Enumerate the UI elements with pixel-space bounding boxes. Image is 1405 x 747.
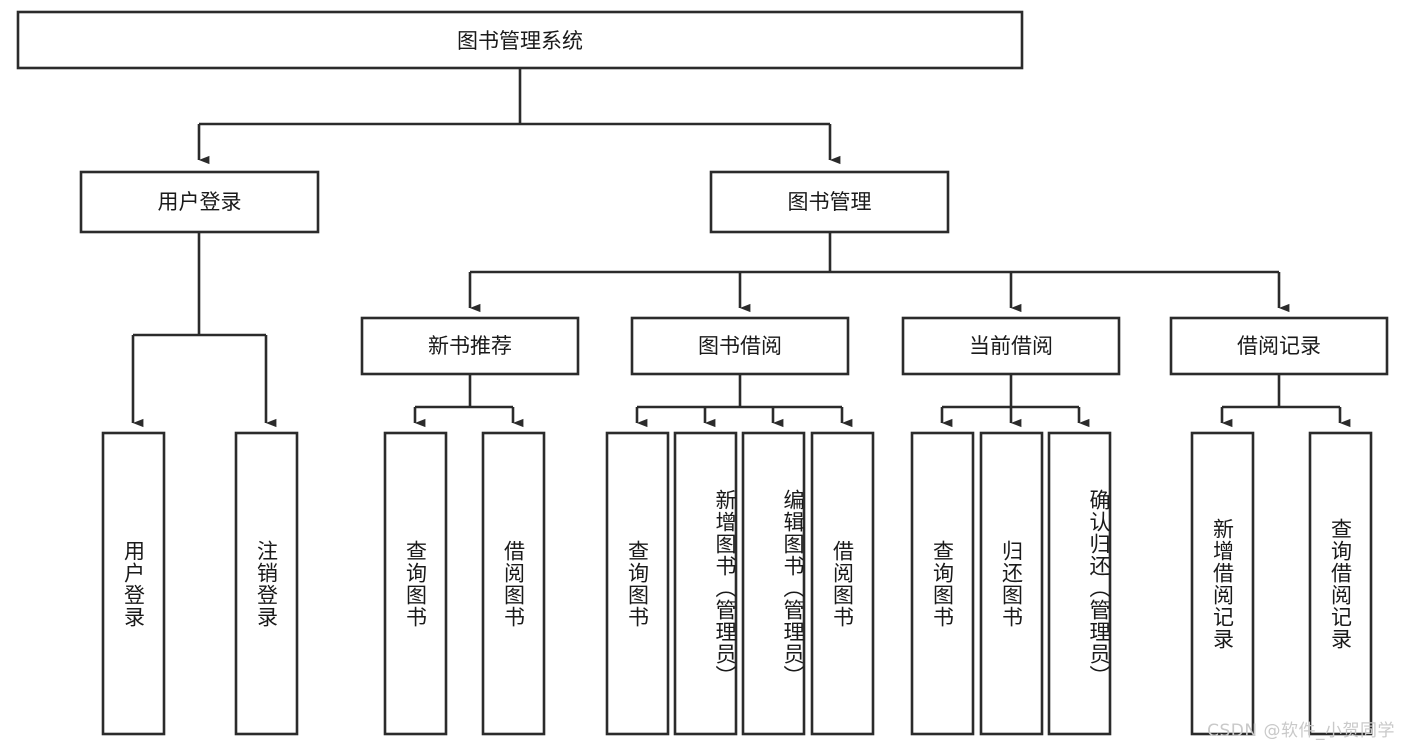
node-book-management-box[interactable] <box>709 170 950 234</box>
node-root-box[interactable] <box>16 10 1024 70</box>
node-new-book-recommend-box[interactable] <box>360 316 580 376</box>
leaf-box-user-login-2[interactable] <box>234 431 299 736</box>
leaf-box-book-borrow-3[interactable] <box>741 431 806 736</box>
node-root-label: 图书管理系统 <box>457 29 583 53</box>
leaf-box-borrow-record-2[interactable] <box>1308 431 1373 736</box>
node-user-login-label: 用户登录 <box>158 190 242 214</box>
leaf-box-current-borrow-1[interactable] <box>910 431 975 736</box>
leaf-box-book-borrow-4[interactable] <box>810 431 875 736</box>
node-new-book-recommend-label: 新书推荐 <box>428 334 512 358</box>
leaf-box-book-borrow-2[interactable] <box>673 431 738 736</box>
node-book-management-label: 图书管理 <box>788 190 872 214</box>
leaf-box-current-borrow-3[interactable] <box>1047 431 1112 736</box>
node-book-borrow-box[interactable] <box>630 316 850 376</box>
node-current-borrow-box[interactable] <box>901 316 1121 376</box>
node-borrow-record-box[interactable] <box>1169 316 1389 376</box>
leaf-box-book-borrow-1[interactable] <box>605 431 670 736</box>
csdn-watermark: CSDN @软件_小贺同学 <box>1207 721 1395 741</box>
node-current-borrow-label: 当前借阅 <box>969 334 1053 358</box>
leaf-box-new-book-1[interactable] <box>383 431 448 736</box>
leaf-box-current-borrow-2[interactable] <box>979 431 1044 736</box>
node-book-borrow-label: 图书借阅 <box>698 334 782 358</box>
leaf-box-user-login-1[interactable] <box>101 431 166 736</box>
leaf-box-borrow-record-1[interactable] <box>1190 431 1255 736</box>
leaf-box-new-book-2[interactable] <box>481 431 546 736</box>
node-borrow-record-label: 借阅记录 <box>1237 334 1321 358</box>
